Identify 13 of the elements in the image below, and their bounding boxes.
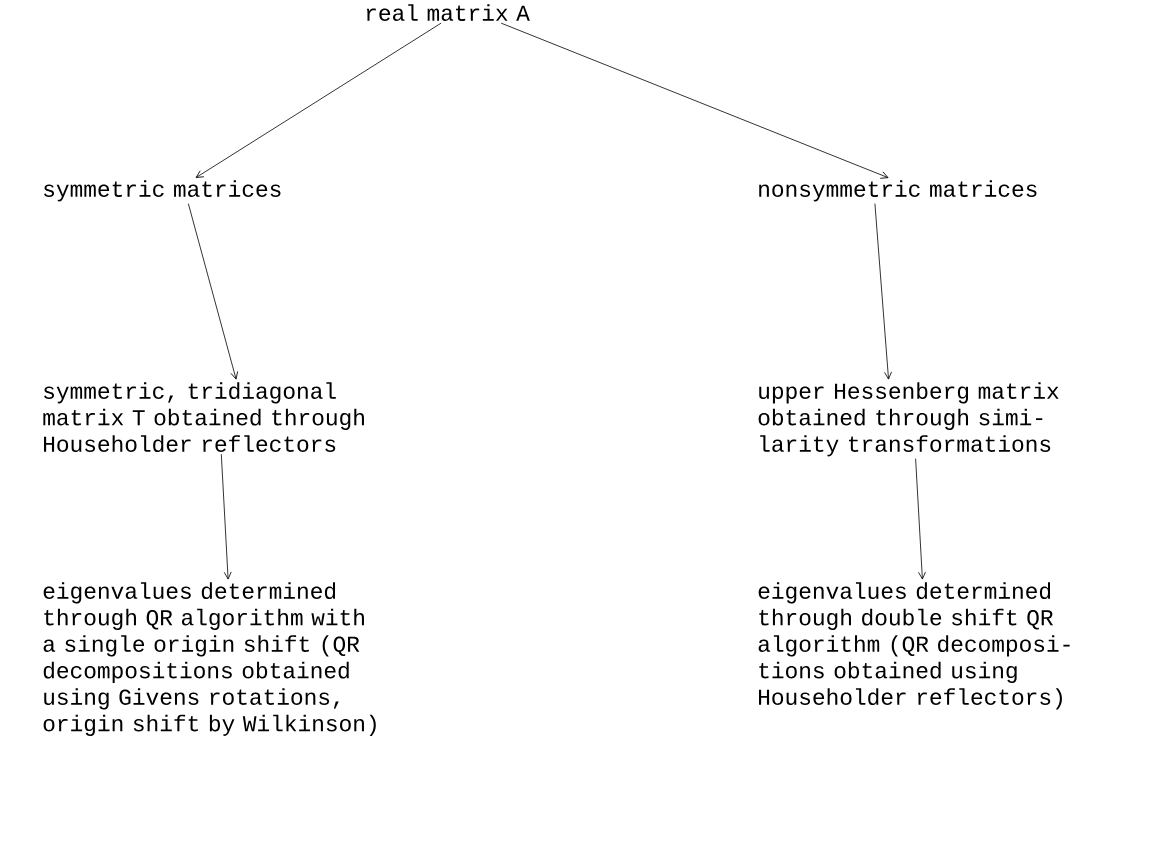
- text-label: real matrix A: [366, 4, 530, 21]
- arrow: [915, 458, 926, 580]
- text-label: symmetric, tridiagonal matrix T obtained through Householder reflectors: [43, 382, 364, 452]
- text-label: symmetric matrices: [44, 180, 281, 202]
- arrow: [187, 203, 238, 380]
- arrow: [220, 453, 232, 580]
- text-label: eigenvalues determined through QR algorithm with a single origin shift (QR decompositions obtained using Givens rotations, origin shift by Wilkinson): [43, 582, 376, 736]
- arrow: [874, 203, 892, 380]
- text-label: upper Hessenberg matrix obtained through simi- larity transformations: [758, 382, 1059, 457]
- arrow: [195, 22, 442, 178]
- text-label: eigenvalues determined through double shift QR algorithm (QR decomposi- tions obtained using Householder reflectors): [758, 582, 1070, 710]
- arrow: [500, 22, 889, 179]
- text-label: nonsymmetric matrices: [759, 180, 1037, 202]
